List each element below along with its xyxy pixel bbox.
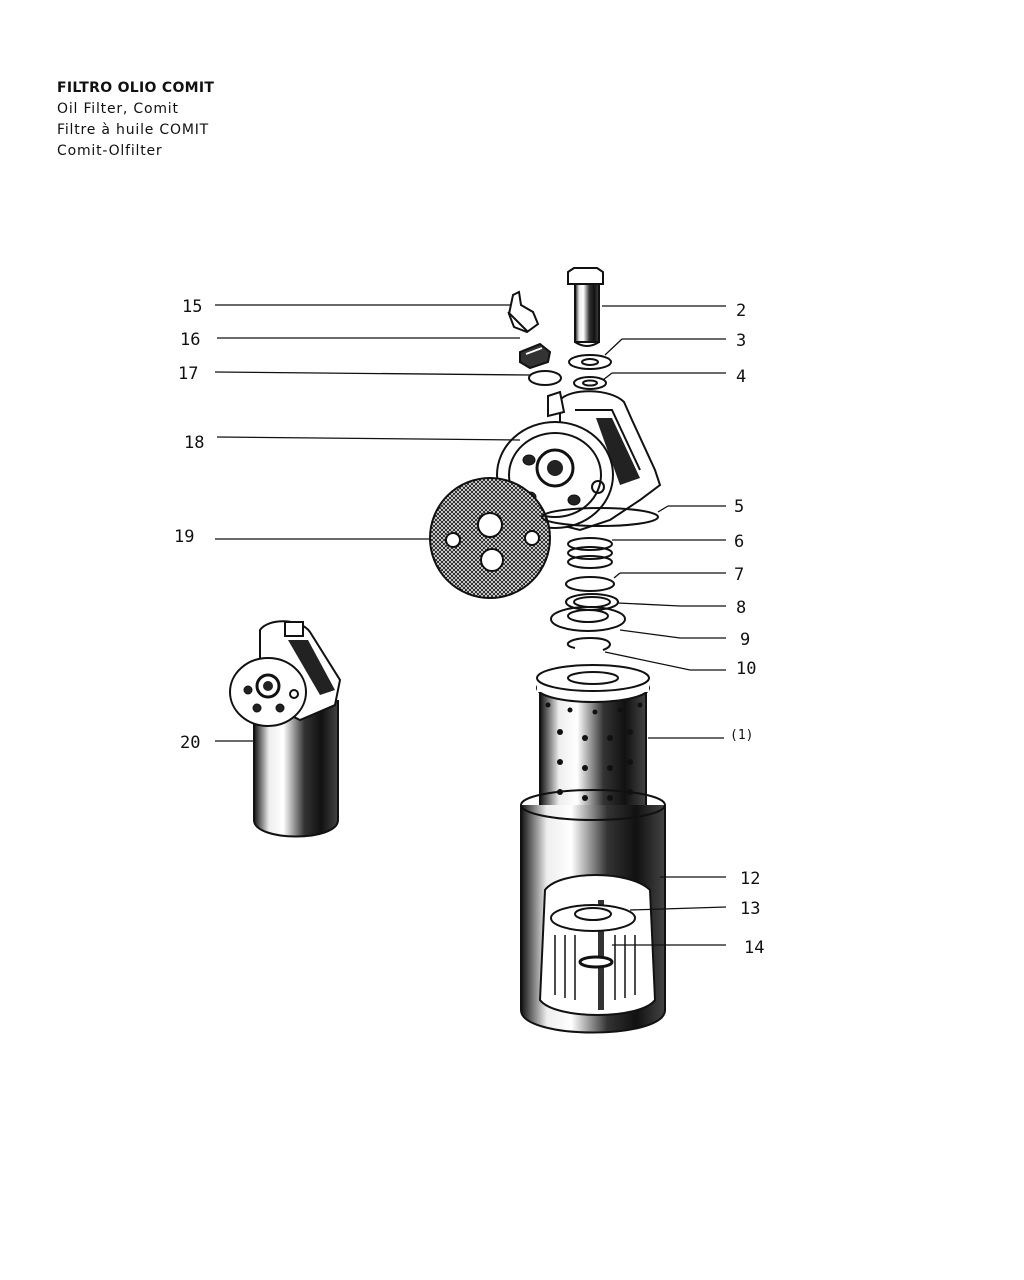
callout-8: 8	[736, 598, 746, 618]
callout-17: 17	[178, 364, 198, 384]
title-german: Comit-Olfilter	[57, 143, 163, 159]
part-2-bolt	[567, 267, 604, 347]
callout-14: 14	[744, 938, 764, 958]
leader-lines	[214, 304, 727, 946]
callout-labels: 15 16 17 18 19 20 2 3 4 5 6 7 8 9 10 (1)…	[174, 297, 764, 958]
callout-13: 13	[740, 899, 760, 919]
part-9-cup-washer	[550, 606, 626, 632]
callout-19: 19	[174, 527, 194, 547]
part-4-washer	[573, 376, 607, 390]
part-1-filter-element	[536, 664, 650, 828]
title-english: Oil Filter, Comit	[57, 101, 179, 117]
callout-2: 2	[736, 301, 746, 321]
callout-3: 3	[736, 331, 746, 351]
part-13-inner-plate	[550, 904, 636, 932]
part-16-adapter	[519, 342, 552, 370]
part-15-pressure-switch	[507, 290, 540, 334]
callout-16: 16	[180, 330, 200, 350]
callout-1: (1)	[730, 728, 753, 743]
callout-4: 4	[736, 367, 746, 387]
part-6-spring	[567, 537, 613, 569]
callout-7: 7	[734, 565, 744, 585]
part-3-washer	[568, 354, 612, 370]
callout-12: 12	[740, 869, 760, 889]
callout-5: 5	[734, 497, 744, 517]
callout-18: 18	[184, 433, 204, 453]
callout-10: 10	[736, 659, 756, 679]
callout-6: 6	[734, 532, 744, 552]
part-5-oring	[541, 507, 659, 527]
callout-20: 20	[180, 733, 200, 753]
title-italian: FILTRO OLIO COMIT	[57, 80, 215, 96]
callout-15: 15	[182, 297, 202, 317]
part-10-circlip	[566, 636, 611, 651]
title-block: FILTRO OLIO COMIT Oil Filter, Comit Filt…	[57, 78, 214, 162]
part-17-seal-ring	[528, 370, 562, 386]
part-14-spring-washer	[578, 955, 614, 969]
part-19-gasket	[429, 477, 551, 599]
title-french: Filtre à huile COMIT	[57, 122, 209, 138]
callout-9: 9	[740, 630, 750, 650]
part-7-ring	[565, 576, 615, 592]
part-20-assembled-filter	[229, 620, 342, 838]
